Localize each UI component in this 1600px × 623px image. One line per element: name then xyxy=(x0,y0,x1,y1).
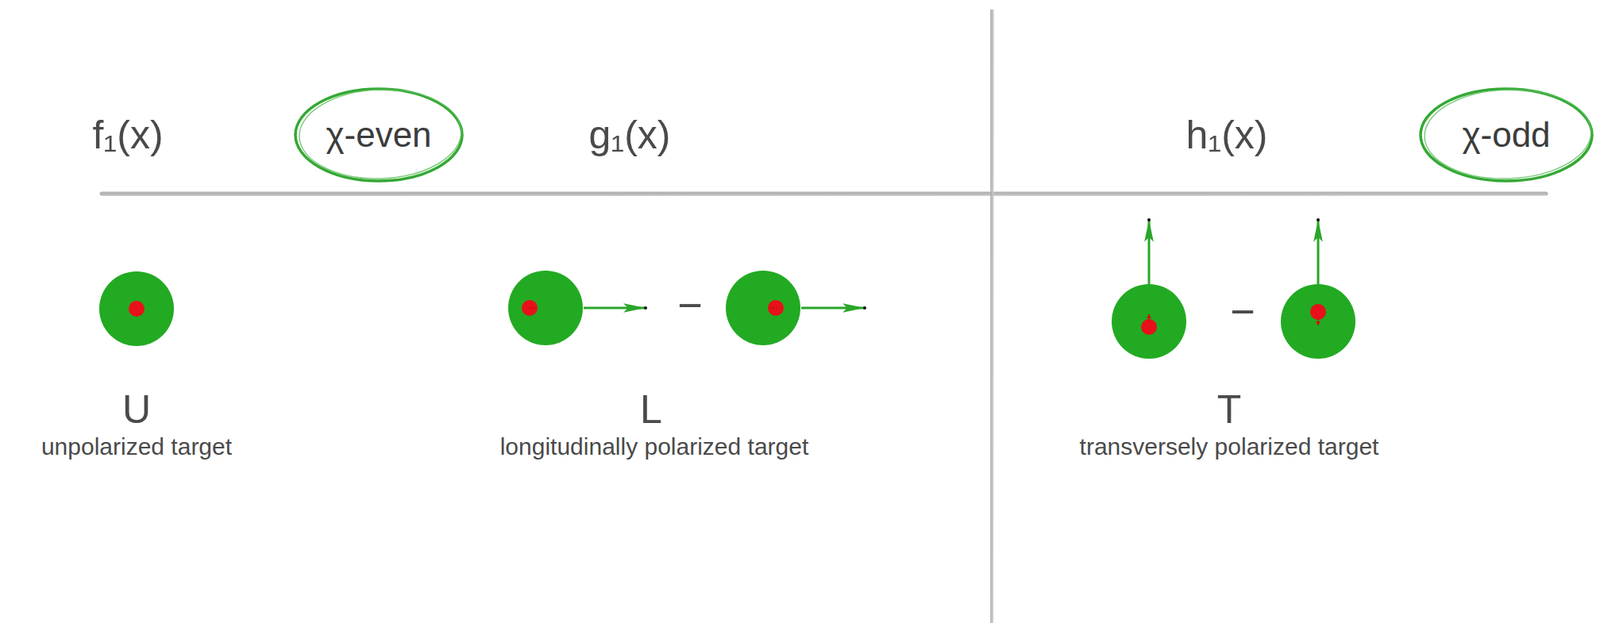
ellipse-tag: χ-even xyxy=(293,86,465,184)
nucleon-spin-arrow xyxy=(1148,220,1151,285)
parity-label: χ-even xyxy=(325,115,432,155)
quark-dot xyxy=(1310,304,1327,320)
nucleon-circle xyxy=(1280,284,1356,359)
target-caption: transversely polarized target xyxy=(1079,433,1380,462)
quark-spin-arrow xyxy=(769,307,779,309)
nucleon-circle xyxy=(99,271,174,347)
arrow-tip-dot xyxy=(643,306,648,310)
polarization-letter: U xyxy=(122,387,151,434)
vertical-divider-shade xyxy=(992,9,994,623)
quark-spin-arrow xyxy=(527,307,536,309)
vertical-divider xyxy=(990,9,994,623)
nucleon-spin-arrow xyxy=(583,307,645,310)
quark-dot xyxy=(1141,319,1157,336)
nucleon-circle xyxy=(508,270,583,346)
arrow-tip-dot xyxy=(1316,218,1320,222)
minus-sign: − xyxy=(1229,286,1256,336)
ellipse-stroke-shade xyxy=(1422,86,1593,182)
quark-dot xyxy=(128,300,145,317)
target-caption: longitudinally polarized target xyxy=(500,433,810,462)
ellipse-tag: χ-odd xyxy=(1418,86,1595,184)
nucleon-circle xyxy=(725,270,801,346)
ellipse-stroke xyxy=(295,88,463,182)
quark-spin-arrow xyxy=(1317,318,1319,326)
parity-label: χ-odd xyxy=(1461,115,1550,155)
quark-dot xyxy=(521,300,538,317)
nucleon-spin-arrow xyxy=(1317,220,1320,285)
function-name: f₁(x) xyxy=(92,112,163,159)
function-name: g₁(x) xyxy=(589,112,671,159)
polarization-letter: T xyxy=(1217,387,1242,434)
nucleon-circle xyxy=(1111,284,1187,359)
arrow-tip-dot xyxy=(1147,218,1151,222)
polarization-letter: L xyxy=(640,387,663,434)
horizontal-divider xyxy=(101,192,1547,197)
arrow-tip-dot xyxy=(863,306,867,310)
quark-spin-arrow xyxy=(1148,314,1150,321)
target-caption: unpolarized target xyxy=(41,433,232,462)
function-name: h₁(x) xyxy=(1186,112,1269,159)
quark-dot xyxy=(767,300,784,317)
nucleon-spin-arrow xyxy=(801,307,864,310)
horizontal-divider-shade xyxy=(101,194,1547,196)
ellipse-stroke xyxy=(1420,88,1593,182)
ellipse-stroke-shade xyxy=(297,86,463,182)
minus-sign: − xyxy=(677,280,703,330)
